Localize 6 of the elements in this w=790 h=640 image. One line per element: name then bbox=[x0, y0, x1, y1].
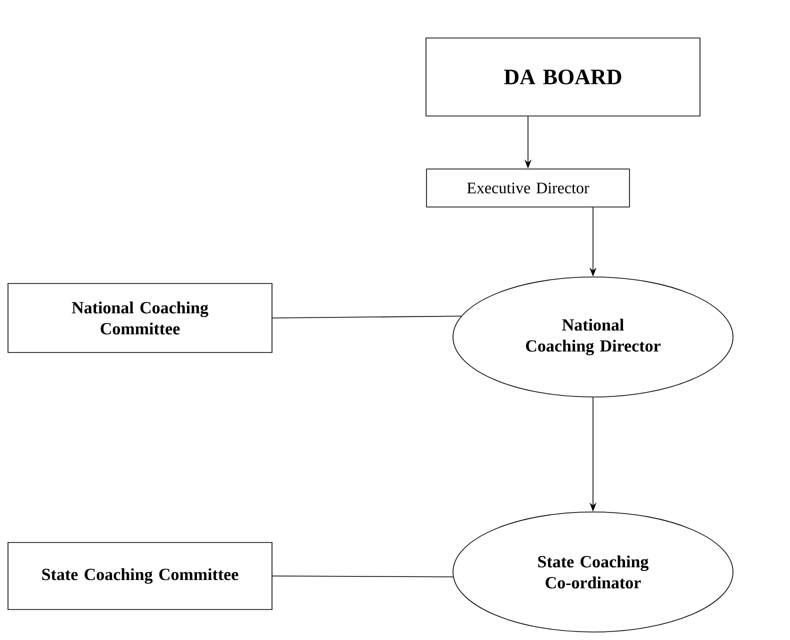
connector bbox=[272, 576, 454, 578]
org-box: DA BOARD bbox=[426, 38, 700, 116]
org-box: State Coaching Committee bbox=[8, 542, 272, 610]
connector bbox=[272, 316, 462, 318]
org-box: Executive Director bbox=[426, 168, 630, 208]
org-box: National Coaching Committee bbox=[8, 283, 272, 353]
